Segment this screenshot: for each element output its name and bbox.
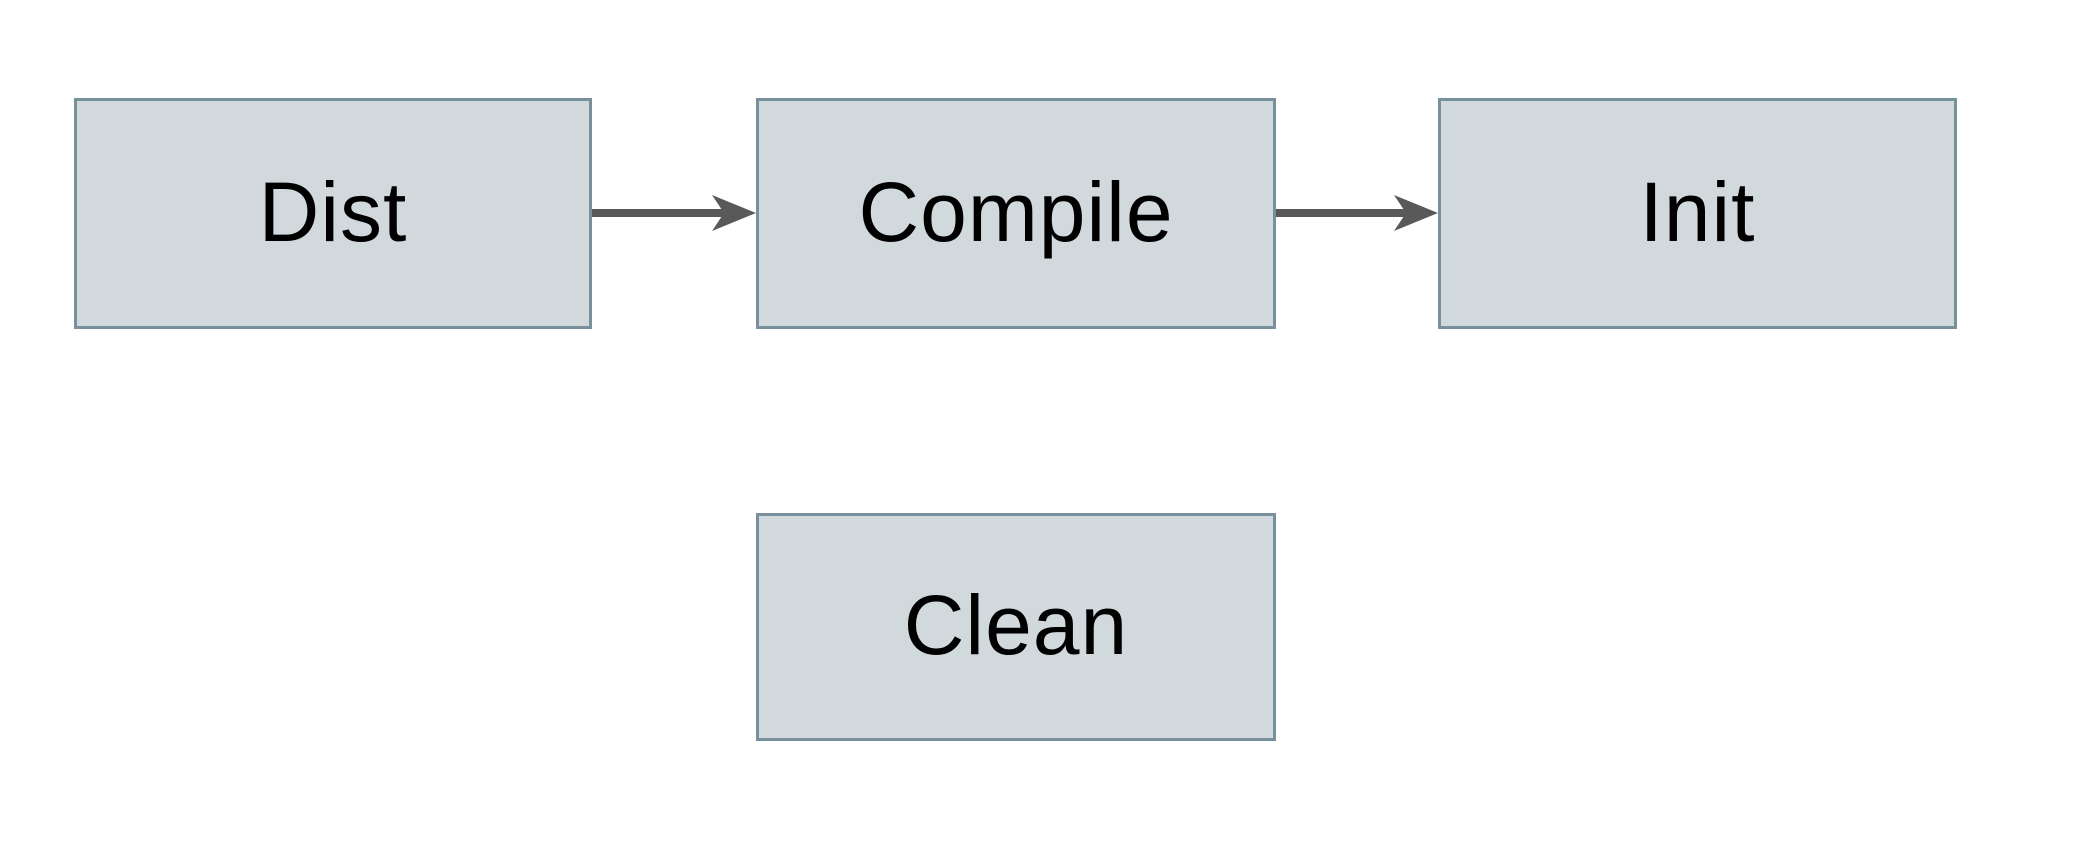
arrowhead-icon (712, 195, 756, 231)
node-init-label: Init (1639, 164, 1756, 259)
node-clean-label: Clean (903, 578, 1129, 672)
node-init: Init (1438, 98, 1957, 329)
node-compile-label: Compile (858, 164, 1174, 259)
arrow-dist-to-compile (592, 195, 756, 231)
node-clean: Clean (756, 513, 1276, 741)
node-dist-label: Dist (258, 164, 408, 259)
node-dist: Dist (74, 98, 592, 329)
arrow-compile-to-init (1276, 195, 1438, 231)
arrowhead-icon (1394, 195, 1438, 231)
node-compile: Compile (756, 98, 1276, 329)
